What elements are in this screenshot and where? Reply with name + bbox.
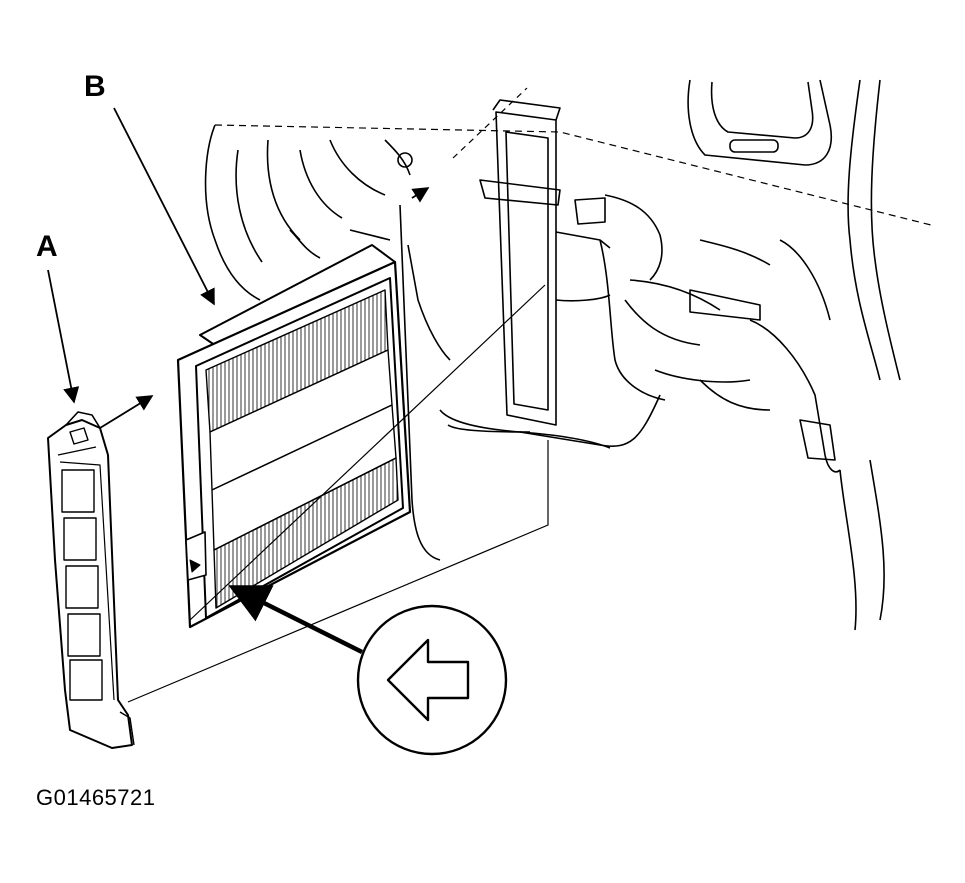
clip-arrow — [411, 187, 430, 203]
filter-cover-a — [47, 411, 135, 749]
left-arrow-in-circle-icon — [228, 584, 508, 756]
figure-id: G01465721 — [36, 785, 156, 810]
callout-arrow-b — [113, 107, 215, 306]
assembly-lines — [127, 284, 549, 703]
filter-element-b — [176, 244, 412, 629]
callout-label-a: A — [36, 230, 58, 263]
callout-arrow-a — [47, 269, 80, 404]
callout-label-b: B — [84, 70, 106, 103]
installation-arrow — [99, 395, 154, 429]
dashboard-housing — [204, 79, 936, 631]
callout-arrows — [47, 107, 430, 429]
